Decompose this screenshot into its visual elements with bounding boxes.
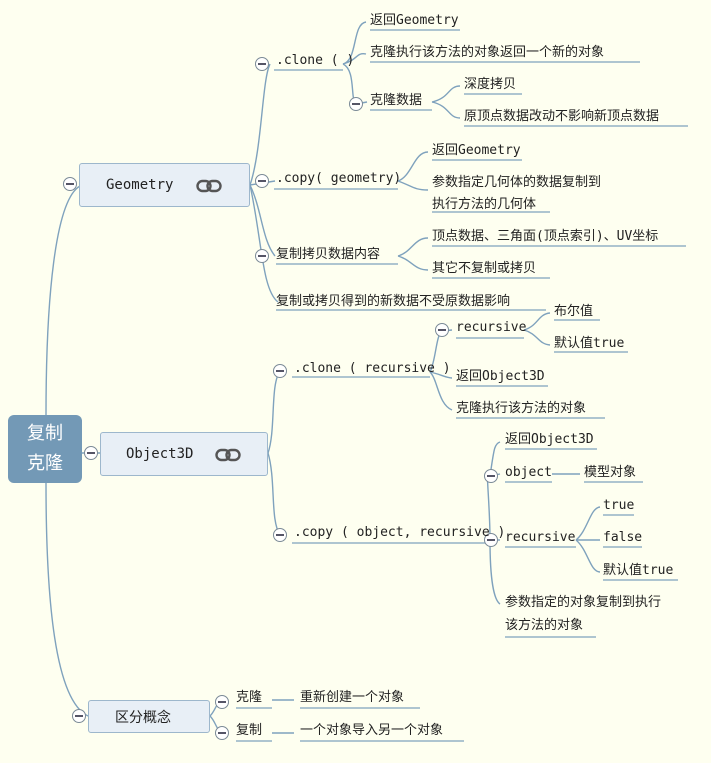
object3d-copy-model: 模型对象 (584, 465, 637, 480)
object3d-copy-false: false (603, 530, 643, 545)
collapse-button[interactable] (84, 446, 98, 460)
geometry-no-effect: 原顶点数据改动不影响新顶点数据 (464, 109, 660, 124)
collapse-button[interactable] (273, 364, 287, 378)
concept-clone-label: 克隆 (236, 690, 263, 705)
object3d-copy-true: true (603, 498, 635, 513)
object3d-clone-default: 默认值true (554, 336, 625, 351)
concept-clone-desc: 重新创建一个对象 (300, 690, 405, 705)
collapse-button[interactable] (255, 174, 269, 188)
object3d-copy-default: 默认值true (603, 563, 674, 578)
geometry-clone-data-label: 克隆数据 (370, 93, 423, 108)
geometry-copy-desc-line1: 参数指定几何体的数据复制到 (432, 175, 602, 190)
link-icon[interactable] (215, 447, 241, 463)
collapse-button[interactable] (63, 177, 77, 191)
object3d-copy-desc-line2: 该方法的对象 (505, 618, 584, 633)
collapse-button[interactable] (72, 709, 86, 723)
concept-copy-desc: 一个对象导入另一个对象 (300, 723, 444, 738)
object3d-copy-returns: 返回Object3D (505, 432, 594, 447)
root-label-line1: 复制 (27, 423, 63, 444)
object3d-title: Object3D (126, 446, 194, 462)
collapse-button[interactable] (435, 323, 449, 337)
geometry-copy-desc-line2: 执行方法的几何体 (432, 197, 537, 212)
object3d-copy-recursive: recursive (505, 530, 576, 545)
geometry-copy-returns: 返回Geometry (432, 143, 521, 158)
collapse-button[interactable] (349, 97, 363, 111)
collapse-button[interactable] (215, 726, 229, 740)
collapse-button[interactable] (273, 528, 287, 542)
collapse-button[interactable] (255, 57, 269, 71)
geometry-note: 复制或拷贝得到的新数据不受原数据影响 (276, 294, 511, 309)
geometry-node[interactable]: Geometry (79, 163, 250, 207)
object3d-clone-returns: 返回Object3D (456, 369, 545, 384)
object3d-copy-label: .copy ( object, recursive ) (294, 525, 506, 540)
link-icon[interactable] (196, 178, 222, 194)
object3d-clone-desc: 克隆执行该方法的对象 (456, 401, 587, 416)
root-label-line2: 克隆 (27, 453, 63, 474)
geometry-copy-label: .copy( geometry) (276, 171, 402, 186)
geometry-clone-label: .clone ( ) (276, 53, 355, 68)
collapse-button[interactable] (255, 249, 269, 263)
object3d-clone-recursive: recursive (456, 320, 527, 335)
geometry-content-vertex: 顶点数据、三角面(顶点索引)、UV坐标 (432, 229, 659, 244)
object3d-node[interactable]: Object3D (100, 432, 268, 476)
geometry-clone-desc: 克隆执行该方法的对象返回一个新的对象 (370, 45, 605, 60)
geometry-clone-returns: 返回Geometry (370, 13, 459, 28)
root-node[interactable]: 复制 克隆 (8, 415, 82, 483)
collapse-button[interactable] (484, 469, 498, 483)
collapse-button[interactable] (215, 695, 229, 709)
geometry-content-other: 其它不复制或拷贝 (432, 261, 537, 276)
concepts-node[interactable]: 区分概念 (88, 700, 210, 733)
geometry-deep-copy: 深度拷贝 (464, 77, 517, 92)
concept-copy-label: 复制 (236, 723, 263, 738)
object3d-copy-desc-line1: 参数指定的对象复制到执行 (505, 595, 662, 610)
object3d-clone-boolean: 布尔值 (554, 304, 594, 319)
object3d-clone-label: .clone ( recursive ) (294, 361, 451, 376)
geometry-title: Geometry (106, 177, 174, 193)
collapse-button[interactable] (484, 533, 498, 547)
concepts-title: 区分概念 (115, 709, 171, 726)
geometry-content-label: 复制拷贝数据内容 (276, 247, 381, 262)
object3d-copy-object: object (505, 465, 552, 480)
